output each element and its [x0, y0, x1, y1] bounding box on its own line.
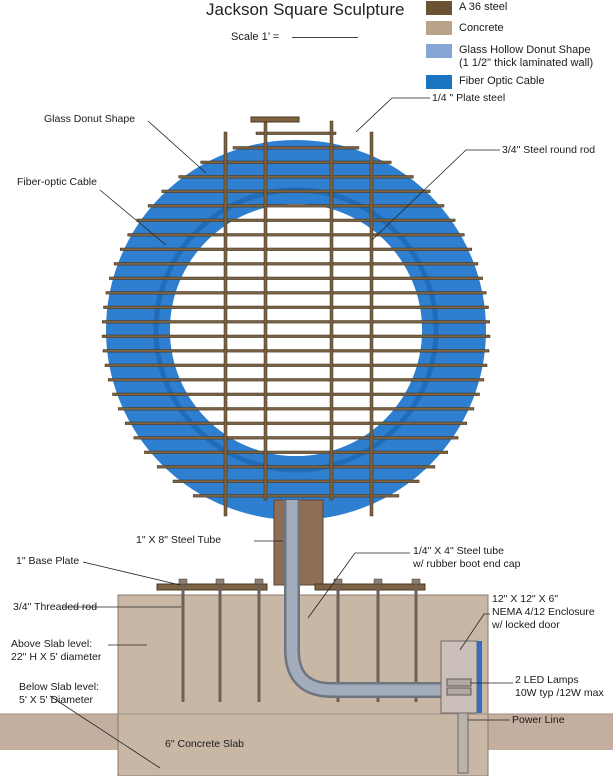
- rod-nut: [254, 578, 264, 585]
- label-nema-line2: NEMA 4/12 Enclosure: [492, 606, 595, 618]
- label-steel-tube-small-line1: 1/4" X 4" Steel tube: [413, 545, 504, 557]
- label-led: 2 LED Lamps 10W typ /12W max: [515, 674, 604, 700]
- legend-label-glass: Glass Hollow Donut Shape (1 1/2" thick l…: [459, 44, 593, 70]
- horizontal-steel-bar: [107, 378, 485, 382]
- horizontal-steel-bar: [101, 320, 490, 324]
- horizontal-steel-bars: [101, 131, 491, 498]
- led-lamp-2: [446, 687, 472, 696]
- vertical-steel-rods: [223, 120, 374, 517]
- rod-nut: [215, 578, 225, 585]
- threaded-rod: [181, 580, 185, 702]
- label-above-slab: Above Slab level: 22" H X 5' diameter: [11, 638, 101, 664]
- label-concrete-slab: 6" Concrete Slab: [165, 738, 245, 750]
- threaded-rods: [178, 578, 421, 702]
- horizontal-steel-bar: [113, 262, 479, 266]
- legend-label-concrete: Concrete: [459, 22, 504, 34]
- label-above-slab-line2: 22" H X 5' diameter: [11, 651, 102, 663]
- label-below-slab-line2: 5' X 5' Diameter: [19, 694, 94, 706]
- label-threaded-rod: 3/4" Threaded rod: [13, 601, 98, 613]
- label-glass-donut: Glass Donut Shape: [44, 113, 136, 125]
- horizontal-steel-bar: [102, 349, 490, 353]
- horizontal-steel-bar: [136, 218, 456, 222]
- legend-label-glass-line2: (1 1/2" thick laminated wall): [459, 57, 594, 69]
- horizontal-steel-bar: [156, 465, 436, 469]
- horizontal-steel-bar: [104, 363, 488, 367]
- power-line: [457, 712, 469, 774]
- rod-nut: [373, 578, 383, 585]
- horizontal-steel-bar: [103, 305, 489, 309]
- label-led-line2: 10W typ /12W max: [515, 687, 604, 699]
- nema-enclosure: [440, 640, 478, 714]
- legend-swatch-fiber: [426, 75, 452, 89]
- scale-label: Scale 1’ =: [231, 31, 280, 43]
- legend-swatch-concrete: [426, 21, 452, 35]
- diagram-title: Jackson Square Sculpture: [206, 0, 405, 19]
- label-led-line1: 2 LED Lamps: [515, 674, 579, 686]
- label-steel-round-rod: 3/4" Steel round rod: [502, 144, 596, 156]
- horizontal-steel-bar: [255, 131, 337, 135]
- horizontal-steel-bar: [124, 421, 468, 425]
- label-nema: 12" X 12" X 6" NEMA 4/12 Enclosure w/ lo…: [492, 593, 595, 632]
- vertical-steel-rod: [369, 131, 374, 517]
- donut-inner-edge: [170, 204, 422, 456]
- top-plate-steel: [250, 116, 300, 123]
- horizontal-steel-bar: [119, 247, 473, 251]
- label-below-slab-line1: Below Slab level:: [19, 681, 99, 693]
- scale-bar: [292, 37, 358, 38]
- label-steel-tube-small: 1/4" X 4" Steel tube w/ rubber boot end …: [413, 545, 520, 571]
- legend-label-fiber: Fiber Optic Cable: [459, 75, 545, 87]
- label-nema-line3: w/ locked door: [492, 619, 560, 631]
- base-plate-right: [314, 583, 426, 591]
- vertical-steel-rod: [263, 120, 268, 501]
- leader-lines: [49, 97, 513, 769]
- horizontal-steel-bar: [161, 189, 431, 193]
- conduit-inner: [286, 500, 450, 696]
- horizontal-steel-bar: [172, 479, 420, 483]
- horizontal-steel-bar: [127, 233, 465, 237]
- led-lamp-1: [446, 678, 472, 687]
- horizontal-steel-bar: [117, 407, 475, 411]
- legend-label-steel: A 36 steel: [459, 1, 508, 13]
- horizontal-steel-bar: [101, 334, 491, 338]
- enclosure-door: [477, 641, 482, 713]
- threaded-rod: [257, 580, 261, 702]
- horizontal-steel-bar: [192, 494, 400, 498]
- label-power-line: Power Line: [512, 714, 565, 726]
- rod-nut: [411, 578, 421, 585]
- threaded-rod: [336, 580, 340, 702]
- threaded-rod: [414, 580, 418, 702]
- vertical-steel-rod: [329, 120, 334, 501]
- horizontal-steel-bar: [178, 175, 414, 179]
- legend-swatch-steel: [426, 1, 452, 15]
- label-above-slab-line1: Above Slab level:: [11, 638, 93, 650]
- label-plate-steel: 1/4 " Plate steel: [432, 92, 506, 104]
- label-steel-tube: 1" X 8" Steel Tube: [136, 534, 222, 546]
- threaded-rod: [218, 580, 222, 702]
- label-fiber-optic: Fiber-optic Cable: [17, 176, 97, 188]
- label-below-slab: Below Slab level: 5' X 5' Diameter: [19, 681, 99, 707]
- label-base-plate: 1" Base Plate: [16, 555, 80, 567]
- rod-nut: [178, 578, 188, 585]
- legend-swatch-glass: [426, 44, 452, 58]
- legend-label-glass-line1: Glass Hollow Donut Shape: [459, 44, 591, 56]
- horizontal-steel-bar: [200, 160, 392, 164]
- glass-donut: [106, 140, 486, 520]
- label-steel-tube-small-line2: w/ rubber boot end cap: [413, 558, 521, 570]
- horizontal-steel-bar: [147, 204, 445, 208]
- vertical-steel-rod: [223, 131, 228, 517]
- horizontal-steel-bar: [109, 276, 483, 280]
- horizontal-steel-bar: [105, 291, 487, 295]
- horizontal-steel-bar: [144, 450, 448, 454]
- base-plate: [156, 583, 268, 591]
- horizontal-steel-bar: [232, 146, 360, 150]
- horizontal-steel-bar: [112, 392, 480, 396]
- label-nema-line1: 12" X 12" X 6": [492, 593, 559, 605]
- threaded-rod: [376, 580, 380, 702]
- horizontal-steel-bar: [133, 436, 459, 440]
